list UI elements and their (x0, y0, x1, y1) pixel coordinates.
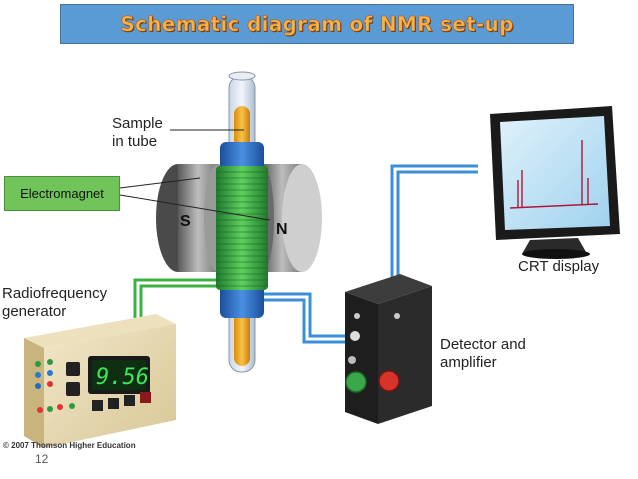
rf-label-line2: generator (2, 303, 67, 320)
rf-buttons (37, 392, 151, 413)
electromagnet-label: Electromagnet (20, 186, 104, 201)
rf-label-line1: Radiofrequency (2, 285, 108, 302)
detector-label: Detector and amplifier (440, 336, 526, 372)
slide-number: 12 (35, 452, 49, 466)
detector-crt-cable (390, 164, 478, 278)
sample-label-line1: Sample (112, 115, 163, 132)
rf-generator-label: Radiofrequency generator (2, 285, 107, 321)
nmr-diagram: S N (24, 71, 620, 448)
detector-amplifier-box (345, 274, 432, 424)
rf-generator-box: 9.56 (24, 314, 176, 448)
copyright-text: © 2007 Thomson Higher Education (3, 441, 136, 450)
detector-label-line1: Detector and (440, 336, 526, 353)
coil-bottom-cap (220, 284, 264, 318)
crt-monitor (490, 106, 620, 259)
detector-label-line2: amplifier (440, 354, 497, 371)
sample-label: Sample in tube (112, 115, 163, 151)
sample-label-line2: in tube (112, 133, 158, 150)
pole-n-label: N (276, 221, 288, 238)
leader-lines (119, 129, 271, 221)
rf-display-value: 9.56 (96, 365, 149, 390)
page-title: Schematic diagram of NMR set-up (120, 12, 514, 37)
crt-label: CRT display (518, 258, 600, 275)
electromagnet-label-box: Electromagnet (4, 176, 120, 211)
coil-detector-cable (262, 292, 345, 344)
rf-coil-cable (133, 278, 218, 320)
title-banner: Schematic diagram of NMR set-up (60, 4, 574, 44)
spectrum-trace (509, 140, 599, 209)
pole-s-label: S (180, 213, 191, 230)
rf-coil (216, 166, 268, 290)
rf-indicator-lights (35, 359, 53, 389)
